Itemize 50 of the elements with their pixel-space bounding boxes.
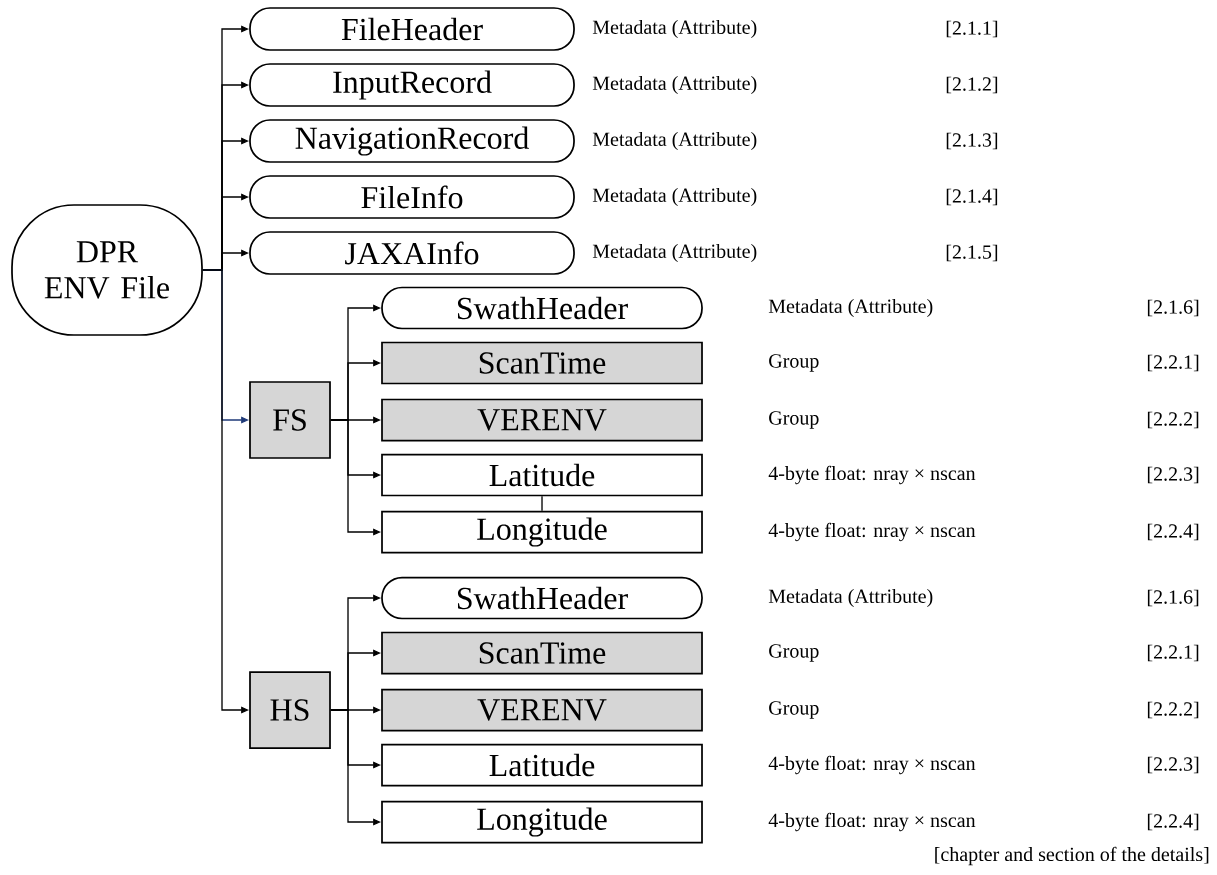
data-box: Longitude xyxy=(381,510,703,554)
group-box: ScanTime xyxy=(381,631,703,675)
attribute-pill: FileHeader xyxy=(249,7,575,51)
section-reference: [2.1.3] xyxy=(946,132,998,150)
section-reference: [2.1.5] xyxy=(946,244,998,262)
data-box: Longitude xyxy=(381,800,703,844)
description-text: Group xyxy=(769,411,819,429)
section-reference: [2.2.2] xyxy=(1147,701,1199,719)
section-reference: [2.2.2] xyxy=(1147,411,1199,429)
section-reference: [2.2.1] xyxy=(1147,354,1199,372)
section-reference: [2.2.4] xyxy=(1147,523,1199,541)
section-reference: [2.2.4] xyxy=(1147,813,1199,831)
section-reference: [2.2.3] xyxy=(1147,756,1199,774)
description-text: Metadata (Attribute) xyxy=(592,131,757,151)
file-node: DPR ENV File xyxy=(11,204,203,336)
attribute-pill: NavigationRecord xyxy=(249,119,575,163)
data-box: Latitude xyxy=(381,453,703,497)
description-text: 4-byte float: nray × nscan xyxy=(768,465,976,485)
data-box: Latitude xyxy=(381,743,703,787)
description-text: Metadata (Attribute) xyxy=(592,19,757,39)
group-box: FS xyxy=(249,381,331,459)
description-text: 4-byte float: nray × nscan xyxy=(768,755,976,775)
group-box: HS xyxy=(249,671,331,749)
description-text: Group xyxy=(769,644,819,662)
attribute-pill: SwathHeader xyxy=(381,286,703,330)
description-text: Group xyxy=(769,701,819,719)
attribute-pill: InputRecord xyxy=(249,63,575,107)
description-text: Metadata (Attribute) xyxy=(768,588,933,608)
connector-line xyxy=(541,495,543,512)
attribute-pill: SwathHeader xyxy=(381,576,703,620)
description-text: Group xyxy=(769,354,819,372)
description-text: 4-byte float: nray × nscan xyxy=(768,522,976,542)
attribute-pill: FileInfo xyxy=(249,175,575,219)
section-reference: [2.1.2] xyxy=(946,76,998,94)
description-text: Metadata (Attribute) xyxy=(768,298,933,318)
description-text: 4-byte float: nray × nscan xyxy=(768,812,976,832)
description-text: Metadata (Attribute) xyxy=(592,187,757,207)
section-reference: [2.1.1] xyxy=(946,20,998,38)
group-box: VERENV xyxy=(381,688,703,732)
group-box: ScanTime xyxy=(381,341,703,385)
section-reference: [2.1.4] xyxy=(946,188,998,206)
section-reference: [2.1.6] xyxy=(1147,589,1199,607)
section-reference: [2.1.6] xyxy=(1147,299,1199,317)
section-reference: [2.2.3] xyxy=(1147,466,1199,484)
description-text: Metadata (Attribute) xyxy=(592,75,757,95)
section-reference: [2.2.1] xyxy=(1147,644,1199,662)
attribute-pill: JAXAInfo xyxy=(249,231,575,275)
footnote-text: [chapter and section of the details] xyxy=(935,846,1209,866)
group-box: VERENV xyxy=(381,398,703,442)
description-text: Metadata (Attribute) xyxy=(592,243,757,263)
